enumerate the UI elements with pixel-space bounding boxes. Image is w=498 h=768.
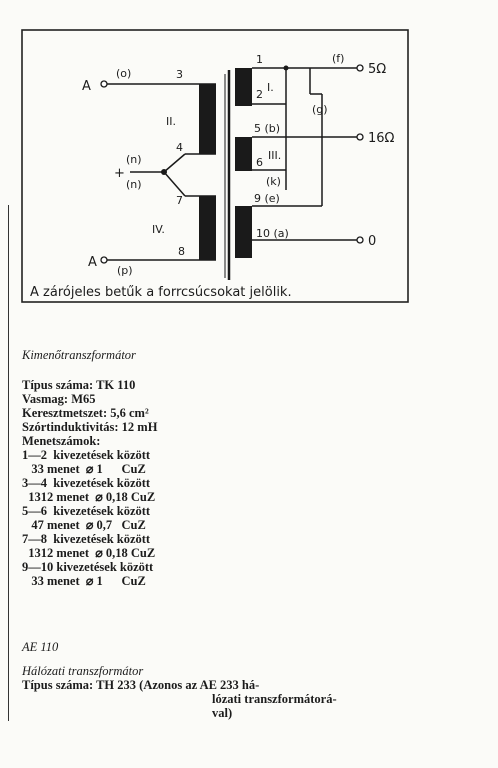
label-pin9e: 9 (e)	[254, 192, 280, 205]
winding-III	[235, 137, 252, 171]
spec-line: Vasmag: M65	[22, 392, 96, 406]
spec-line: 9—10 kivezetések között	[22, 560, 154, 574]
winding-II	[199, 84, 216, 154]
winding-IV	[199, 196, 216, 260]
terminal-a-top	[100, 80, 108, 88]
label-n2: (n)	[126, 178, 142, 191]
label-win1: I.	[267, 81, 274, 94]
spec-line: 7—8 kivezetések között	[22, 532, 151, 546]
spec1-heading: Kimenőtranszformátor	[22, 348, 136, 362]
spec2-line1: Típus száma: TH 233 (Azonos az AE 233 há…	[22, 678, 260, 692]
left-margin-rule	[8, 205, 9, 721]
label-pin1: 1	[256, 53, 263, 66]
winding-I	[235, 68, 252, 106]
terminal-5ohm	[356, 64, 364, 72]
spec2-heading: Hálózati transzformátor	[22, 664, 144, 678]
spec2-line3: val)	[212, 706, 233, 720]
label-pin5b: 5 (b)	[254, 122, 280, 135]
spec-line: 33 menet ⌀ 1 CuZ	[22, 574, 146, 588]
spec-line: 5—6 kivezetések között	[22, 504, 151, 518]
spec-line: 47 menet ⌀ 0,7 CuZ	[22, 518, 146, 532]
label-pin7: 7	[176, 194, 183, 207]
spec2-model: AE 110	[22, 640, 59, 654]
junction-dot-center	[161, 169, 167, 175]
spec-line: 3—4 kivezetések között	[22, 476, 151, 490]
diagram-caption: A zárójeles betűk a forrcsúcsokat jelöli…	[30, 285, 292, 300]
spec-line: Keresztmetszet: 5,6 cm²	[22, 406, 149, 420]
label-win4: IV.	[152, 223, 165, 236]
terminal-a-bot	[100, 256, 108, 264]
label-a-top: A	[82, 79, 91, 94]
label-0: 0	[368, 234, 376, 249]
label-pin10a: 10 (a)	[256, 227, 289, 240]
label-win3: III.	[268, 149, 281, 162]
label-k: (k)	[266, 175, 281, 188]
label-o: (o)	[116, 67, 131, 80]
spec-line: 1—2 kivezetések között	[22, 448, 151, 462]
label-plus: +	[114, 166, 125, 181]
label-a-bot: A	[88, 255, 97, 270]
spec-line: Típus száma: TK 110	[22, 378, 136, 392]
label-p: (p)	[117, 264, 133, 277]
label-g: (g)	[312, 103, 328, 116]
spec-line: Menetszámok:	[22, 434, 101, 448]
label-n1: (n)	[126, 153, 142, 166]
label-16ohm: 16Ω	[368, 131, 395, 146]
terminal-0	[356, 236, 364, 244]
label-f: (f)	[332, 52, 344, 65]
spec-line: Szórtinduktivitás: 12 mH	[22, 420, 158, 434]
label-pin6: 6	[256, 156, 263, 169]
spec-line: 1312 menet ⌀ 0,18 CuZ	[22, 546, 156, 560]
spec-line: 1312 menet ⌀ 0,18 CuZ	[22, 490, 156, 504]
label-pin2: 2	[256, 88, 263, 101]
junction-dot-top	[283, 65, 289, 71]
label-win2: II.	[166, 115, 176, 128]
transformer-diagram: A (o) 3 II. 4 (n) + (n) 7 IV. 8 A (p) 1 …	[21, 29, 409, 303]
diagram-frame	[21, 29, 409, 303]
spec2-line2: lózati transzformátorá-	[212, 692, 337, 706]
label-pin3: 3	[176, 68, 183, 81]
label-5ohm: 5Ω	[368, 62, 386, 77]
label-pin4: 4	[176, 141, 183, 154]
terminal-16ohm	[356, 133, 364, 141]
winding-V	[235, 206, 252, 258]
spec-line: 33 menet ⌀ 1 CuZ	[22, 462, 146, 476]
label-pin8: 8	[178, 245, 185, 258]
